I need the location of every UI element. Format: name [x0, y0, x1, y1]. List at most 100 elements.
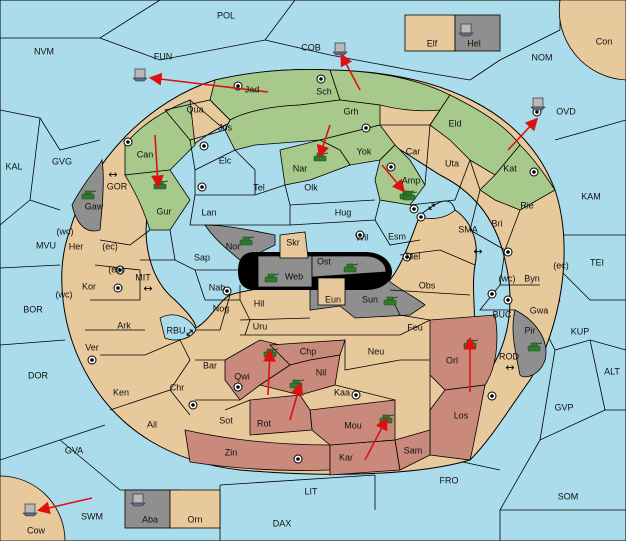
label-Con: Con [596, 36, 613, 46]
move-order-arrow [316, 124, 331, 159]
label-Skr: Skr [286, 237, 300, 247]
fleet-unit-icon[interactable] [332, 42, 348, 56]
label-Nar: Nar [293, 163, 308, 173]
label-DAX: DAX [273, 518, 292, 528]
label-Nil: Nil [316, 367, 327, 377]
label-Jos: Jos [218, 122, 233, 132]
label-Neu: Neu [368, 346, 385, 356]
fleet-unit-icon[interactable] [530, 97, 546, 111]
label-Zin: Zin [225, 447, 238, 457]
label-Sch: Sch [316, 86, 332, 96]
label-wc2: (wc) [499, 273, 516, 283]
label-Aba: Aba [142, 514, 158, 524]
green-territories [124, 69, 556, 231]
move-order-arrow [36, 497, 93, 515]
skr-province [279, 231, 309, 259]
label-GVG: GVG [52, 156, 72, 166]
label-OVD: OVD [556, 106, 576, 116]
move-order-arrow [364, 417, 388, 461]
fleet-unit-icon[interactable] [458, 23, 474, 37]
label-Sot: Sot [219, 415, 233, 425]
label-Grh: Grh [343, 106, 358, 116]
label-Sap: Sap [194, 252, 210, 262]
supply-center-dot [364, 126, 368, 130]
label-Elc: Elc [219, 155, 232, 165]
label-wc3: (wc) [56, 289, 73, 299]
units [22, 23, 546, 517]
label-Olk: Olk [304, 182, 318, 192]
label-Gaw: Gaw [85, 201, 104, 211]
army-unit-icon[interactable] [343, 263, 359, 273]
label-SOM: SOM [558, 491, 579, 501]
supply-center-dot [490, 394, 494, 398]
label-Lan: Lan [201, 207, 216, 217]
supply-center-dot [412, 207, 416, 211]
supply-center-dot [389, 165, 393, 169]
label-Amp: Amp [402, 175, 421, 185]
label-Eun: Eun [325, 294, 341, 304]
label-Nor: Nor [226, 241, 241, 251]
label-ROD: ROD [499, 351, 520, 361]
label-Can: Can [137, 149, 154, 159]
supply-center-dot [405, 255, 409, 259]
label-Eld: Eld [448, 118, 461, 128]
supply-center-dot [118, 268, 122, 272]
army-unit-icon[interactable] [402, 191, 418, 201]
gor-connection-icon: ↔ [108, 168, 117, 181]
move-order-arrow [340, 53, 361, 91]
label-MVU: MVU [36, 240, 56, 250]
label-SWM: SWM [81, 511, 103, 521]
supply-center-dot [506, 250, 510, 254]
label-Mou: Mou [344, 420, 362, 430]
label-Cow: Cow [27, 525, 46, 535]
supply-center-dot [296, 457, 300, 461]
label-Nab: Nab [209, 282, 226, 292]
supply-center-dot [202, 144, 206, 148]
supply-center-dot [200, 185, 204, 189]
move-order-arrow [507, 117, 539, 151]
label-FUN: FUN [154, 51, 173, 61]
label-Ost: Ost [317, 256, 332, 266]
label-COB: COB [301, 42, 321, 52]
fleet-unit-icon[interactable] [22, 503, 38, 517]
label-Mel: Mel [406, 251, 421, 261]
label-MIT: MIT [135, 272, 151, 282]
supply-center-dot [532, 170, 536, 174]
label-Kor: Kor [82, 281, 96, 291]
label-Wil: Wil [356, 232, 369, 242]
supply-center-dot [535, 110, 539, 114]
supply-center-dot [116, 286, 120, 290]
label-Rot: Rot [257, 418, 272, 428]
label-Chp: Chp [300, 346, 317, 356]
move-order-arrow [263, 348, 276, 396]
label-TEI: TEI [590, 257, 604, 267]
label-Bri: Bri [492, 218, 503, 228]
label-KAM: KAM [581, 191, 601, 201]
label-ec1: (ec) [102, 241, 118, 251]
army-unit-icon[interactable] [264, 273, 280, 283]
army-unit-icon[interactable] [81, 190, 97, 200]
army-unit-icon[interactable] [239, 236, 255, 246]
move-order-arrow [289, 381, 304, 421]
label-Pir: Pir [525, 325, 536, 335]
army-unit-icon[interactable] [383, 296, 399, 306]
army-unit-icon[interactable] [527, 342, 543, 352]
label-Uta: Uta [445, 158, 459, 168]
label-GOR: GOR [107, 181, 128, 191]
label-Kat: Kat [503, 163, 517, 173]
fleet-unit-icon[interactable] [130, 493, 146, 507]
label-GVP: GVP [554, 402, 573, 412]
label-Byn: Byn [524, 273, 540, 283]
connection-arrows: ↔ ↔ ↔ ↔ ↔ ↔ [108, 168, 514, 374]
mit-connection-icon: ↔ [143, 282, 152, 295]
label-NOM: NOM [532, 52, 553, 62]
label-BUC: BUC [492, 309, 512, 319]
fleet-unit-icon[interactable] [132, 68, 148, 82]
supply-centers [87, 74, 542, 464]
label-Hug: Hug [335, 207, 352, 217]
label-KUP: KUP [571, 326, 590, 336]
label-Car: Car [406, 146, 421, 156]
label-Web: Web [285, 271, 303, 281]
label-Gur: Gur [156, 206, 171, 216]
